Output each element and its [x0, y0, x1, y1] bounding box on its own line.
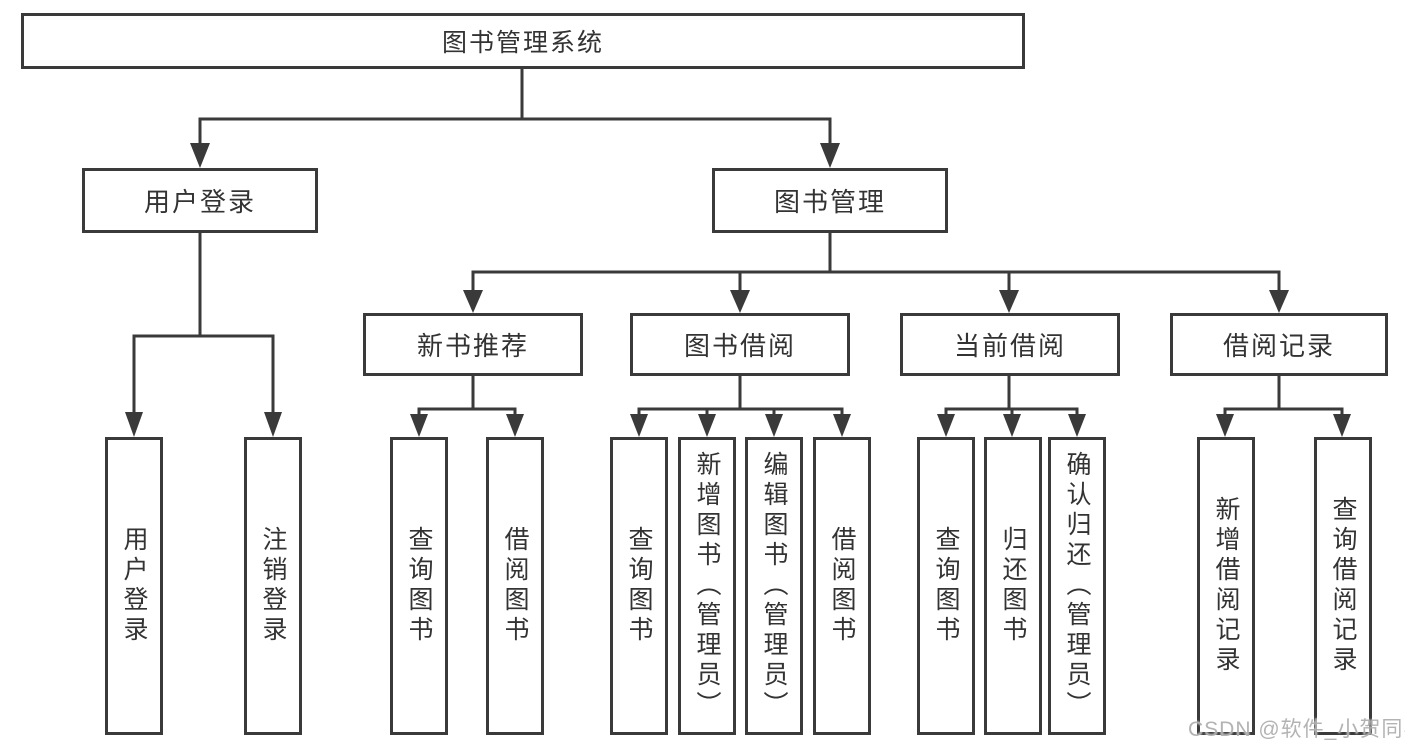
- node-book-management: 图书管理: [712, 168, 948, 233]
- leaf-label: 借阅图书: [501, 526, 529, 646]
- leaf-current-query-books: 查询图书: [917, 437, 975, 735]
- leaf-label: 查询图书: [405, 526, 433, 646]
- node-user-login: 用户登录: [82, 168, 318, 233]
- branch-user-login-children: [132, 233, 275, 415]
- leaf-borrow-edit-books-admin: 编辑图书（管理员）: [745, 437, 803, 735]
- branch-new-book-children: [417, 376, 517, 417]
- leaf-label: 查询图书: [932, 526, 960, 646]
- leaf-label: 新增图书（管理员）: [693, 451, 721, 721]
- leaf-borrow-query-books: 查询图书: [610, 437, 668, 735]
- node-label: 用户登录: [143, 187, 256, 217]
- branch-book-mgmt-to-level3: [471, 233, 1281, 292]
- node-label: 图书借阅: [683, 331, 796, 361]
- node-book-borrowing: 图书借阅: [630, 313, 850, 376]
- leaf-newbook-query-books: 查询图书: [390, 437, 448, 735]
- leaf-current-confirm-return-admin: 确认归还（管理员）: [1048, 437, 1106, 735]
- branch-current-borrow-children: [944, 376, 1079, 417]
- leaf-borrow-add-books-admin: 新增图书（管理员）: [678, 437, 736, 735]
- node-label: 当前借阅: [953, 331, 1066, 361]
- node-label: 借阅记录: [1222, 331, 1335, 361]
- leaf-user-login: 用户登录: [105, 437, 163, 735]
- leaf-newbook-borrow-books: 借阅图书: [486, 437, 544, 735]
- leaf-records-query-record: 查询借阅记录: [1314, 437, 1372, 735]
- leaf-label: 新增借阅记录: [1212, 496, 1240, 676]
- leaf-label: 查询借阅记录: [1329, 496, 1357, 676]
- leaf-label: 归还图书: [999, 526, 1027, 646]
- node-label: 图书管理系统: [441, 29, 604, 57]
- branch-borrow-records-children: [1223, 376, 1344, 417]
- leaf-label: 用户登录: [120, 526, 148, 646]
- leaf-label: 注销登录: [259, 526, 287, 646]
- branch-book-borrow-children: [637, 376, 844, 417]
- leaf-borrow-borrow-books: 借阅图书: [813, 437, 871, 735]
- arrowheads: [125, 143, 1351, 437]
- node-borrowing-records: 借阅记录: [1170, 313, 1388, 376]
- node-new-book-recommend: 新书推荐: [363, 313, 583, 376]
- node-current-borrowing: 当前借阅: [900, 313, 1120, 376]
- node-label: 图书管理: [773, 187, 886, 217]
- node-library-system: 图书管理系统: [21, 13, 1025, 69]
- csdn-watermark: CSDN @软件_小贺同学: [1188, 718, 1405, 741]
- leaf-current-return-books: 归还图书: [984, 437, 1042, 735]
- leaf-label: 确认归还（管理员）: [1063, 451, 1091, 721]
- leaf-label: 查询图书: [625, 526, 653, 646]
- leaf-label: 编辑图书（管理员）: [760, 451, 788, 721]
- leaf-logout: 注销登录: [244, 437, 302, 735]
- leaf-label: 借阅图书: [828, 526, 856, 646]
- leaf-records-add-record: 新增借阅记录: [1197, 437, 1255, 735]
- branch-root-to-level2: [198, 68, 832, 146]
- node-label: 新书推荐: [416, 331, 529, 361]
